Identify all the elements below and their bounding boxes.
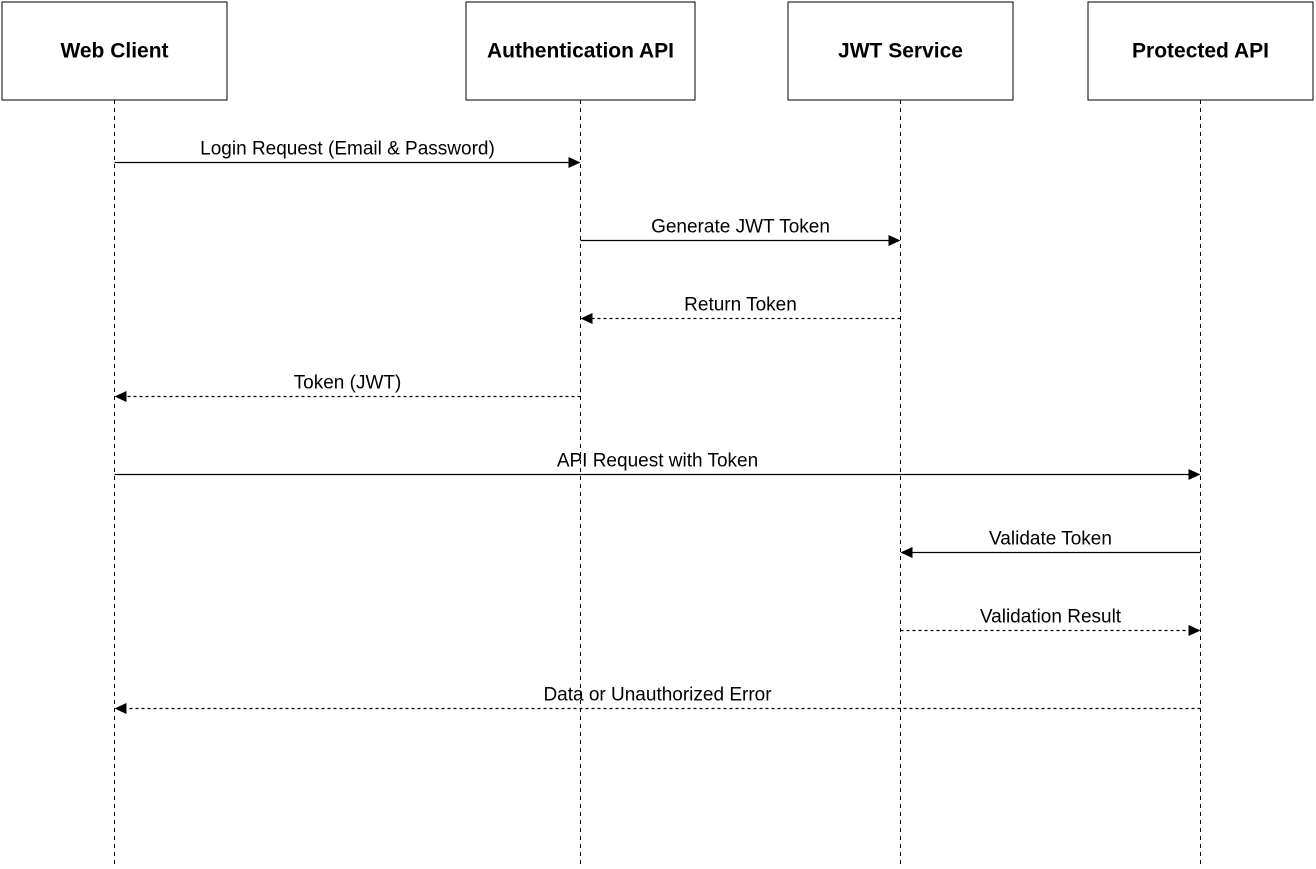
arrow-head-icon <box>888 235 901 246</box>
lifelines <box>114 100 1201 866</box>
participant-label: Protected API <box>1132 40 1269 63</box>
participant-box <box>465 1 696 101</box>
message-arrow[interactable]: Validate Token <box>900 529 1201 559</box>
participant-label: Authentication API <box>487 40 674 63</box>
messages: Login Request (Email & Password) Generate… <box>114 139 1201 715</box>
message-arrow[interactable]: Generate JWT Token <box>580 217 901 247</box>
message-arrow[interactable]: API Request with Token <box>114 451 1201 481</box>
participant-jwt-service[interactable]: JWT Service <box>787 1 1014 101</box>
message-arrow[interactable]: Validation Result <box>900 607 1201 637</box>
message-label: Login Request (Email & Password) <box>200 139 495 160</box>
message-label: Token (JWT) <box>294 373 402 394</box>
participant-authentication-api[interactable]: Authentication API <box>465 1 696 101</box>
message-arrow[interactable]: Return Token <box>580 295 901 325</box>
arrow-head-icon <box>1188 469 1201 480</box>
arrow-head-icon <box>114 391 127 402</box>
message-label: Return Token <box>684 295 797 316</box>
participant-label: JWT Service <box>838 40 963 63</box>
message-label: Data or Unauthorized Error <box>543 685 772 706</box>
participant-box <box>1087 1 1314 101</box>
arrow-head-icon <box>114 703 127 714</box>
message-label: API Request with Token <box>557 451 758 472</box>
participant-web-client[interactable]: Web Client <box>1 1 228 101</box>
arrow-head-icon <box>568 157 581 168</box>
message-arrow[interactable]: Login Request (Email & Password) <box>114 139 581 169</box>
message-label: Generate JWT Token <box>651 217 830 238</box>
participant-box <box>1 1 228 101</box>
arrow-head-icon <box>900 547 913 558</box>
message-arrow[interactable]: Data or Unauthorized Error <box>114 685 1201 715</box>
message-label: Validation Result <box>980 607 1122 628</box>
participant-label: Web Client <box>60 40 168 63</box>
arrow-head-icon <box>1188 625 1201 636</box>
message-arrow[interactable]: Token (JWT) <box>114 373 581 403</box>
message-label: Validate Token <box>989 529 1112 550</box>
participant-protected-api[interactable]: Protected API <box>1087 1 1314 101</box>
participants: Web Client Authentication API JWT Servic… <box>1 1 1314 101</box>
arrow-head-icon <box>580 313 593 324</box>
participant-box <box>787 1 1014 101</box>
